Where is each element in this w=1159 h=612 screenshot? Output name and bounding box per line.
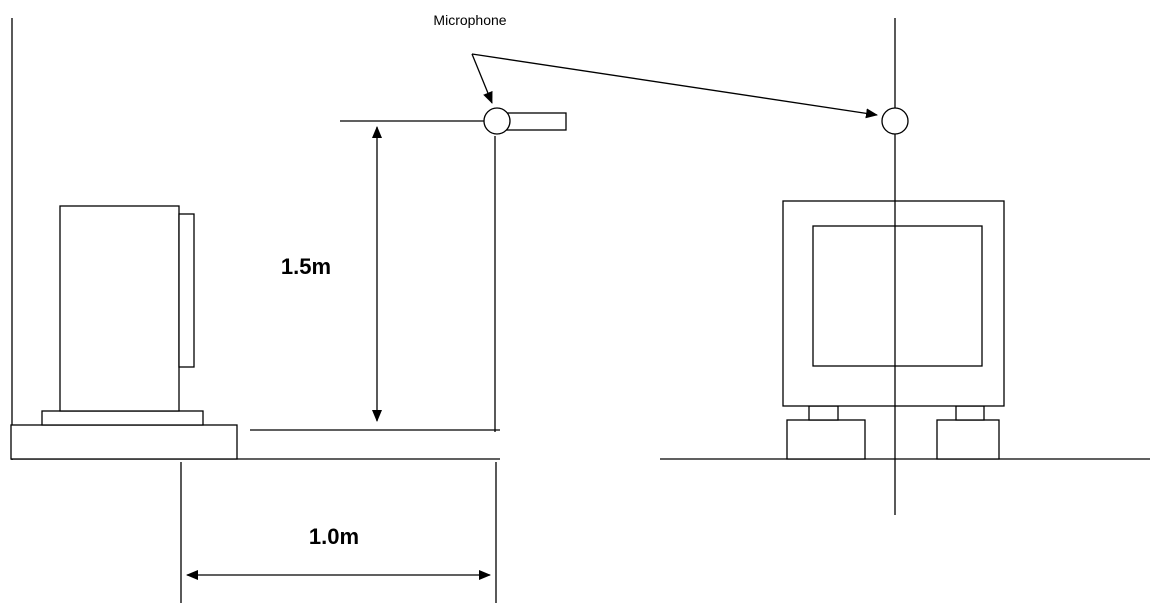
callout-arrow-to-side-mic <box>471 53 493 104</box>
device-front-panel <box>178 213 195 368</box>
device-stand <box>41 410 204 426</box>
distance-dimension: 1.0m <box>180 462 497 603</box>
height-dimension: 1.5m <box>281 126 382 422</box>
side-microphone <box>250 107 567 432</box>
front-view <box>660 18 1150 515</box>
device-body <box>59 205 180 412</box>
front-foot-connector-right <box>955 405 985 421</box>
front-foot-connector-left <box>808 405 839 421</box>
side-view: 1.5m 1.0m <box>10 18 567 603</box>
device-base <box>10 424 238 460</box>
height-dimension-label: 1.5m <box>281 254 331 279</box>
side-mic-icon <box>483 107 511 135</box>
distance-dimension-label: 1.0m <box>309 524 359 549</box>
callout-arrow-to-front-mic <box>471 53 878 119</box>
microphone-label: Microphone <box>433 12 506 28</box>
device-front-screen <box>812 225 983 367</box>
mic-boom <box>504 112 567 131</box>
front-foot-right <box>936 419 1000 460</box>
front-mic-icon <box>881 107 909 135</box>
device-front-view <box>782 200 1005 460</box>
microphone-callout: Microphone <box>433 12 878 119</box>
device-side-view <box>10 205 238 460</box>
front-foot-left <box>786 419 866 460</box>
